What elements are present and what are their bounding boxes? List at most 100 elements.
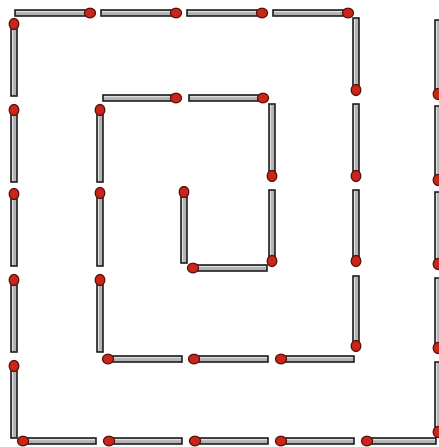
matchstick[interactable]: [188, 263, 268, 273]
matchstick-body: [109, 438, 182, 444]
matchstick-head: [179, 187, 189, 198]
matchstick-body: [194, 356, 268, 362]
matchstick[interactable]: [18, 436, 97, 446]
matchstick[interactable]: [9, 189, 19, 267]
matchstick-body: [11, 110, 17, 182]
matchstick-body: [181, 192, 187, 263]
matchstick[interactable]: [433, 106, 439, 186]
matchstick-head: [104, 436, 115, 446]
matchstick[interactable]: [15, 8, 96, 18]
matchstick[interactable]: [95, 105, 105, 183]
matchstick[interactable]: [433, 20, 439, 100]
matchstick-head: [433, 89, 439, 100]
matchstick-head: [85, 8, 96, 18]
matchstick-body: [15, 10, 90, 16]
matchstick-head: [433, 343, 439, 354]
matchstick[interactable]: [276, 436, 355, 446]
matchstick-body: [353, 190, 359, 261]
matchstick-body: [273, 10, 348, 16]
matchstick-head: [258, 93, 269, 103]
matchstick[interactable]: [273, 8, 354, 18]
matchstick-body: [281, 438, 354, 444]
matchstick-body: [97, 110, 103, 182]
matchstick[interactable]: [103, 354, 183, 364]
matchstick-body: [193, 265, 267, 271]
matchstick-head: [343, 8, 354, 18]
matchstick[interactable]: [179, 187, 189, 264]
matchstick-head: [276, 354, 287, 364]
matchstick-head: [103, 354, 114, 364]
matchstick-body: [353, 104, 359, 176]
matchstick-body: [189, 95, 263, 101]
matchstick-body: [269, 190, 275, 261]
matchstick[interactable]: [187, 8, 268, 18]
matchstick-body: [187, 10, 262, 16]
matchstick-body: [269, 104, 275, 176]
matchstick-head: [9, 105, 19, 116]
matchstick[interactable]: [189, 354, 269, 364]
matchstick-body: [11, 194, 17, 266]
matchstick[interactable]: [104, 436, 183, 446]
matchstick[interactable]: [267, 104, 277, 182]
matchstick-head: [95, 188, 105, 199]
matchstick-body: [353, 276, 359, 346]
matchstick-head: [267, 171, 277, 182]
matchstick[interactable]: [267, 190, 277, 267]
matchstick-body: [108, 356, 182, 362]
matchstick-head: [276, 436, 287, 446]
matchstick-head: [9, 361, 19, 372]
matchstick[interactable]: [95, 275, 105, 353]
matchstick-head: [95, 275, 105, 286]
matchstick[interactable]: [351, 18, 361, 96]
matchstick[interactable]: [190, 436, 269, 446]
matchstick-body: [11, 280, 17, 352]
matchstick-head: [18, 436, 29, 446]
matchstick-body: [23, 438, 96, 444]
matchstick[interactable]: [351, 190, 361, 267]
matchstick-body: [195, 438, 268, 444]
matchstick-head: [171, 93, 182, 103]
matchstick[interactable]: [433, 278, 439, 354]
matchstick[interactable]: [351, 276, 361, 352]
matchstick-head: [190, 436, 201, 446]
matchstick[interactable]: [101, 8, 182, 18]
matchstick-body: [101, 10, 176, 16]
matchstick[interactable]: [276, 354, 355, 364]
matchstick-head: [9, 19, 19, 30]
matchstick-head: [267, 256, 277, 267]
matchstick[interactable]: [189, 93, 269, 103]
matchstick-head: [351, 171, 361, 182]
matchstick-body: [281, 356, 354, 362]
matchstick[interactable]: [362, 436, 437, 446]
matchstick-head: [362, 436, 373, 446]
matchstick-head: [351, 256, 361, 267]
matchstick-body: [11, 366, 17, 438]
matchstick-body: [97, 193, 103, 266]
matchstick-head: [171, 8, 182, 18]
matchstick[interactable]: [9, 19, 19, 97]
matchstick-head: [351, 85, 361, 96]
matchstick-body: [353, 18, 359, 90]
matchstick-head: [433, 175, 439, 186]
matchstick[interactable]: [9, 275, 19, 353]
matchstick[interactable]: [9, 361, 19, 439]
matchstick[interactable]: [103, 93, 182, 103]
matchstick-body: [103, 95, 176, 101]
matchstick-head: [188, 263, 199, 273]
matchstick-head: [9, 189, 19, 200]
matchstick[interactable]: [9, 105, 19, 183]
matchstick-head: [9, 275, 19, 286]
matchstick-head: [351, 341, 361, 352]
matchstick-head: [433, 259, 439, 270]
matchstick[interactable]: [95, 188, 105, 267]
matchstick-head: [433, 427, 439, 438]
matchstick-body: [97, 280, 103, 352]
matchstick-body: [367, 438, 436, 444]
matchstick-head: [257, 8, 268, 18]
matchstick[interactable]: [433, 362, 439, 438]
matchstick[interactable]: [351, 104, 361, 182]
matchstick-head: [189, 354, 200, 364]
matchstick[interactable]: [433, 192, 439, 270]
matchstick-head: [95, 105, 105, 116]
